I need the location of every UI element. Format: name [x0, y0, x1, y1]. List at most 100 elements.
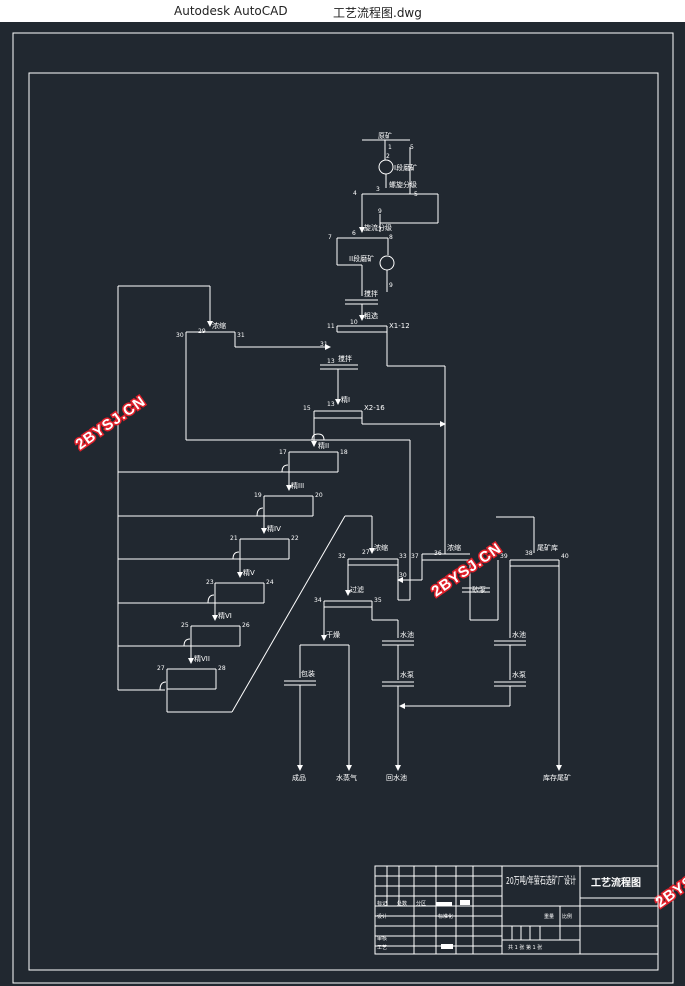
drawing-canvas[interactable]: 原矿 I段磨矿 螺旋分级 旋流分级 II段磨矿 搅拌 粗选 X1-12 搅拌 X…	[0, 22, 685, 986]
node-number: 25	[181, 622, 189, 629]
tb-label: 标记	[377, 900, 387, 907]
output-product: 成品	[292, 773, 306, 782]
node-number: 9	[378, 208, 382, 215]
unit-labels: 原矿 I段磨矿 螺旋分级 旋流分级 II段磨矿 搅拌 粗选 X1-12 搅拌 X…	[194, 131, 571, 782]
node-number: 27	[362, 549, 370, 556]
node-number: 29	[198, 328, 206, 335]
node-number: 39	[500, 553, 508, 560]
node-number: 40	[561, 553, 569, 560]
node-number: 13	[327, 358, 335, 365]
label-spiral1: 螺旋分级	[389, 180, 417, 189]
label-pool1: 水池	[400, 630, 414, 639]
node-number: 30	[399, 572, 407, 579]
app-name: Autodesk AutoCAD	[174, 4, 288, 18]
node-number: 38	[525, 550, 533, 557]
output-steam: 水蒸气	[336, 773, 357, 782]
label-stir2: 搅拌	[338, 354, 352, 363]
node-number: 10	[350, 319, 358, 326]
node-number: 17	[279, 449, 287, 456]
label-c4: 精IV	[267, 524, 281, 533]
label-thick3: 浓缩	[447, 543, 461, 552]
node-number: 32	[338, 553, 346, 560]
node-number: 4	[353, 190, 357, 197]
tb-label: 重量	[544, 913, 554, 920]
node-number: 15	[303, 405, 311, 412]
tb-label: 比例	[562, 913, 572, 920]
label-filter: 过滤	[350, 585, 364, 594]
outer-border	[12, 32, 674, 984]
node-number: 21	[230, 535, 238, 542]
label-hydro: 旋流分级	[364, 223, 392, 232]
tb-label: 处数	[397, 900, 407, 907]
label-stir1: 搅拌	[364, 289, 378, 298]
tb-label: 工艺	[377, 945, 387, 951]
label-mill2: II段磨矿	[349, 254, 374, 263]
label-ore: 原矿	[378, 131, 392, 140]
title-block-fills	[436, 900, 470, 949]
inner-border	[28, 72, 659, 971]
node-number: 31	[320, 341, 328, 348]
node-number: 2	[386, 153, 390, 160]
watermark: 2BYSJ.CN	[429, 540, 505, 601]
node-number: 33	[399, 553, 407, 560]
tb-label: 标准化	[438, 913, 453, 920]
node-number: 28	[218, 665, 226, 672]
label-rough: 粗选	[364, 311, 378, 320]
tb-label: 分区	[416, 900, 426, 907]
node-number: 27	[157, 665, 165, 672]
node-number: 5	[414, 191, 418, 198]
output-tailings: 库存尾矿	[543, 773, 571, 782]
label-c1: 精I	[341, 395, 350, 404]
node-number: 3	[376, 186, 380, 193]
node-number: 11	[327, 323, 335, 330]
node-number: 6	[352, 230, 356, 237]
node-number: 13	[327, 401, 335, 408]
label-pack: 包装	[301, 669, 315, 678]
title-bar: Autodesk AutoCAD 工艺流程图.dwg	[0, 0, 685, 22]
node-number: 5	[410, 144, 414, 151]
watermark: 2BYSJ.CN	[653, 851, 685, 912]
node-numbers: 1 5 2 3 4 5 9 6 7 8 9 10 11 31 13 13 15 …	[157, 144, 569, 672]
node-number: 20	[315, 492, 323, 499]
node-number: 35	[374, 597, 382, 604]
label-c5: 精V	[243, 568, 255, 577]
label-c3: 精III	[291, 481, 304, 490]
node-number: 30	[176, 332, 184, 339]
output-water: 回水池	[386, 773, 407, 782]
node-number: 24	[266, 579, 274, 586]
node-number: 19	[254, 492, 262, 499]
watermark: 2BYSJ.CN	[73, 393, 149, 454]
project-title: 20万吨/年萤石选矿厂设计	[506, 874, 576, 887]
node-number: 8	[389, 234, 393, 241]
label-wpump1: 水泵	[400, 670, 414, 679]
node-number: 23	[206, 579, 214, 586]
tb-sheets: 共 1 张 第 1 张	[508, 944, 542, 951]
flow-lines	[117, 139, 562, 771]
label-x2: X2-16	[364, 404, 385, 412]
label-c6: 精VI	[218, 611, 232, 620]
drawing-title: 工艺流程图	[591, 876, 641, 889]
node-number: 1	[388, 144, 392, 151]
tb-label: 审核	[377, 935, 387, 942]
label-mill1: I段磨矿	[394, 163, 417, 172]
label-c2: 精II	[318, 441, 329, 450]
node-number: 22	[291, 535, 299, 542]
label-thick2: 浓缩	[374, 543, 388, 552]
file-tab[interactable]: 工艺流程图.dwg	[333, 6, 422, 20]
label-c7: 精VII	[194, 654, 210, 663]
label-thick1: 浓缩	[212, 321, 226, 330]
flowsheet-drawing: 原矿 I段磨矿 螺旋分级 旋流分级 II段磨矿 搅拌 粗选 X1-12 搅拌 X…	[12, 32, 685, 984]
tb-label: 设计	[377, 913, 387, 920]
label-pool2: 水池	[512, 630, 526, 639]
label-pump1: 砂泵	[472, 585, 486, 594]
title-block-text: 标记 处数 分区 设计 标准化 审核 工艺 重量 比例 共 1 张 第 1 张	[377, 900, 572, 951]
node-number: 34	[314, 597, 322, 604]
title-block	[374, 865, 659, 955]
label-tailpond: 尾矿库	[537, 543, 558, 552]
node-number: 37	[411, 553, 419, 560]
label-x1: X1-12	[389, 322, 410, 330]
label-dry: 干燥	[326, 630, 340, 639]
node-number: 31	[237, 332, 245, 339]
label-wpump2: 水泵	[512, 670, 526, 679]
node-number: 7	[328, 234, 332, 241]
